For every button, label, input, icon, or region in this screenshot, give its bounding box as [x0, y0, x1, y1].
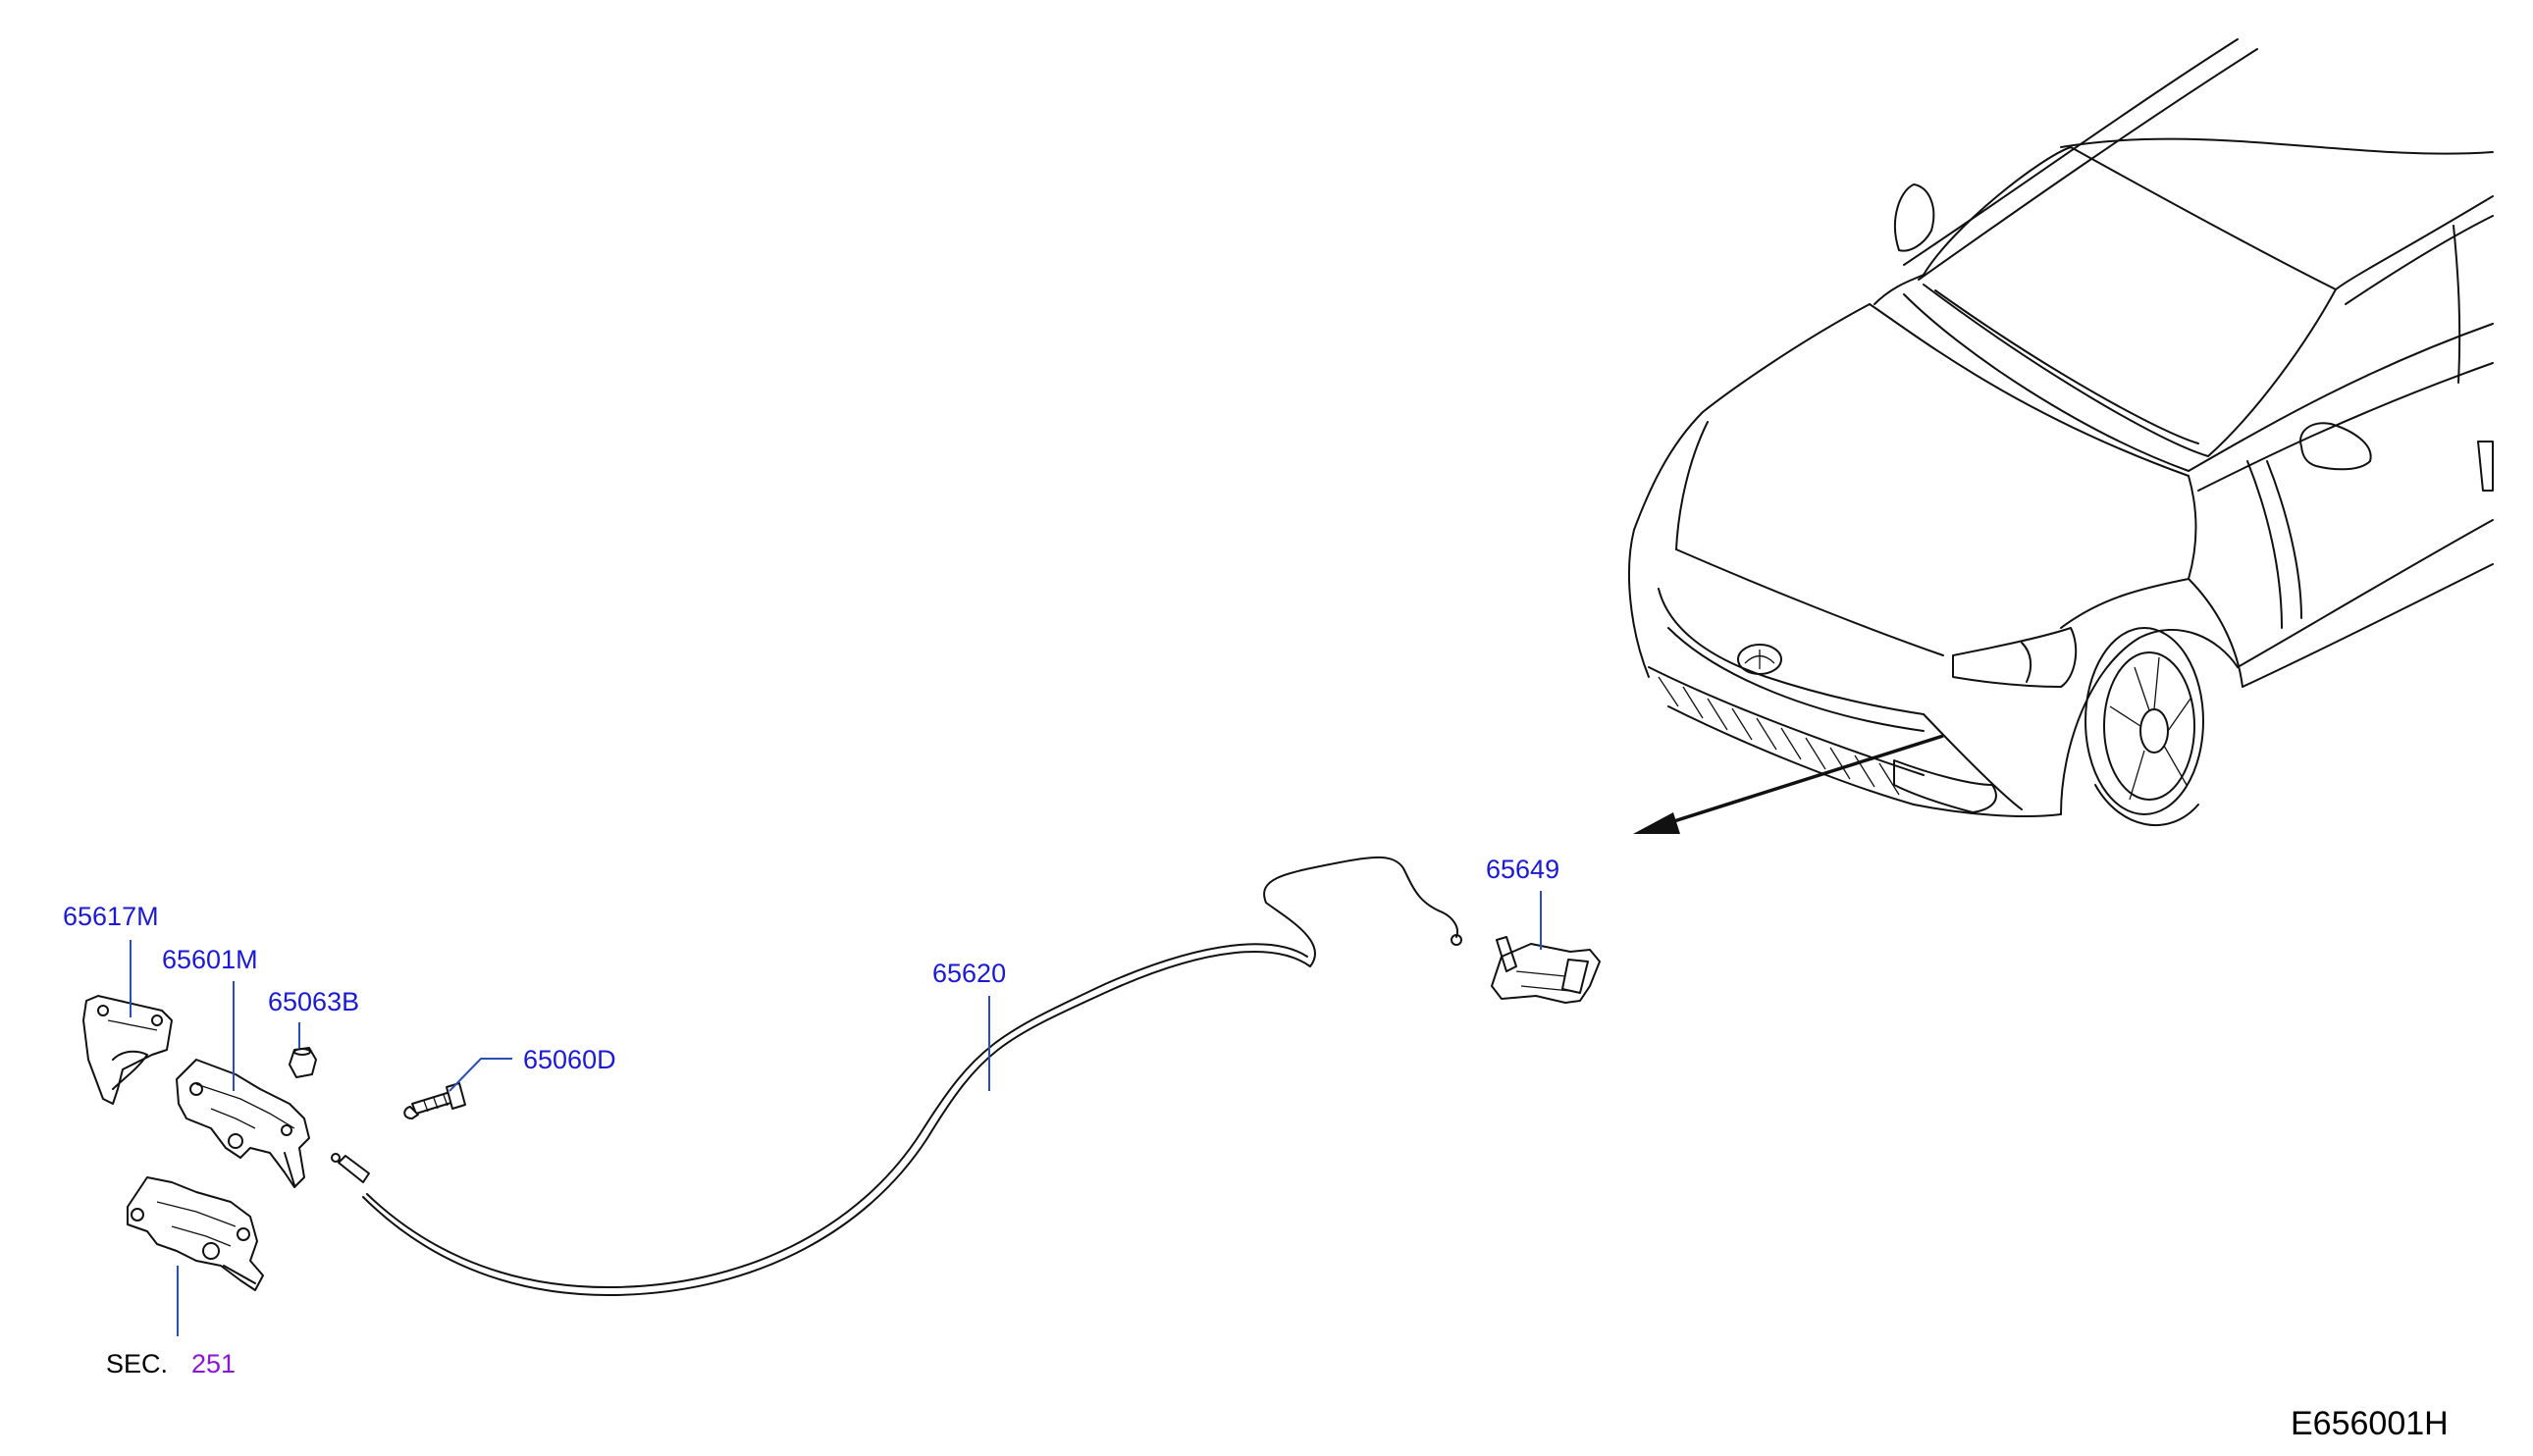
hood-release-cable — [331, 856, 1462, 1296]
vehicle-illustration — [1628, 38, 2494, 826]
hood-lock-assembly — [176, 1059, 310, 1188]
section-link-251[interactable]: 251 — [191, 1349, 236, 1378]
hood-release-handle — [1491, 936, 1601, 1004]
part-labels: 65617M 65601M 65063B 65060D 65620 65649 … — [63, 855, 2449, 1442]
part-label-65060D[interactable]: 65060D — [523, 1045, 616, 1074]
part-label-65063B[interactable]: 65063B — [268, 987, 359, 1016]
part-label-65620[interactable]: 65620 — [932, 959, 1006, 988]
hood-latch-sec-251 — [127, 1176, 264, 1291]
section-prefix: SEC. — [106, 1349, 168, 1378]
diagram-reference-code: E656001H — [2291, 1405, 2449, 1442]
part-label-65649[interactable]: 65649 — [1486, 855, 1559, 884]
leader-lines — [130, 891, 1542, 1336]
clip-65063B — [289, 1047, 317, 1078]
part-label-65617M[interactable]: 65617M — [63, 902, 159, 931]
hood-lock-bracket — [82, 995, 173, 1105]
direction-arrow — [1633, 734, 1944, 834]
part-label-65601M[interactable]: 65601M — [162, 945, 258, 974]
bolt-65060D — [403, 1082, 466, 1119]
